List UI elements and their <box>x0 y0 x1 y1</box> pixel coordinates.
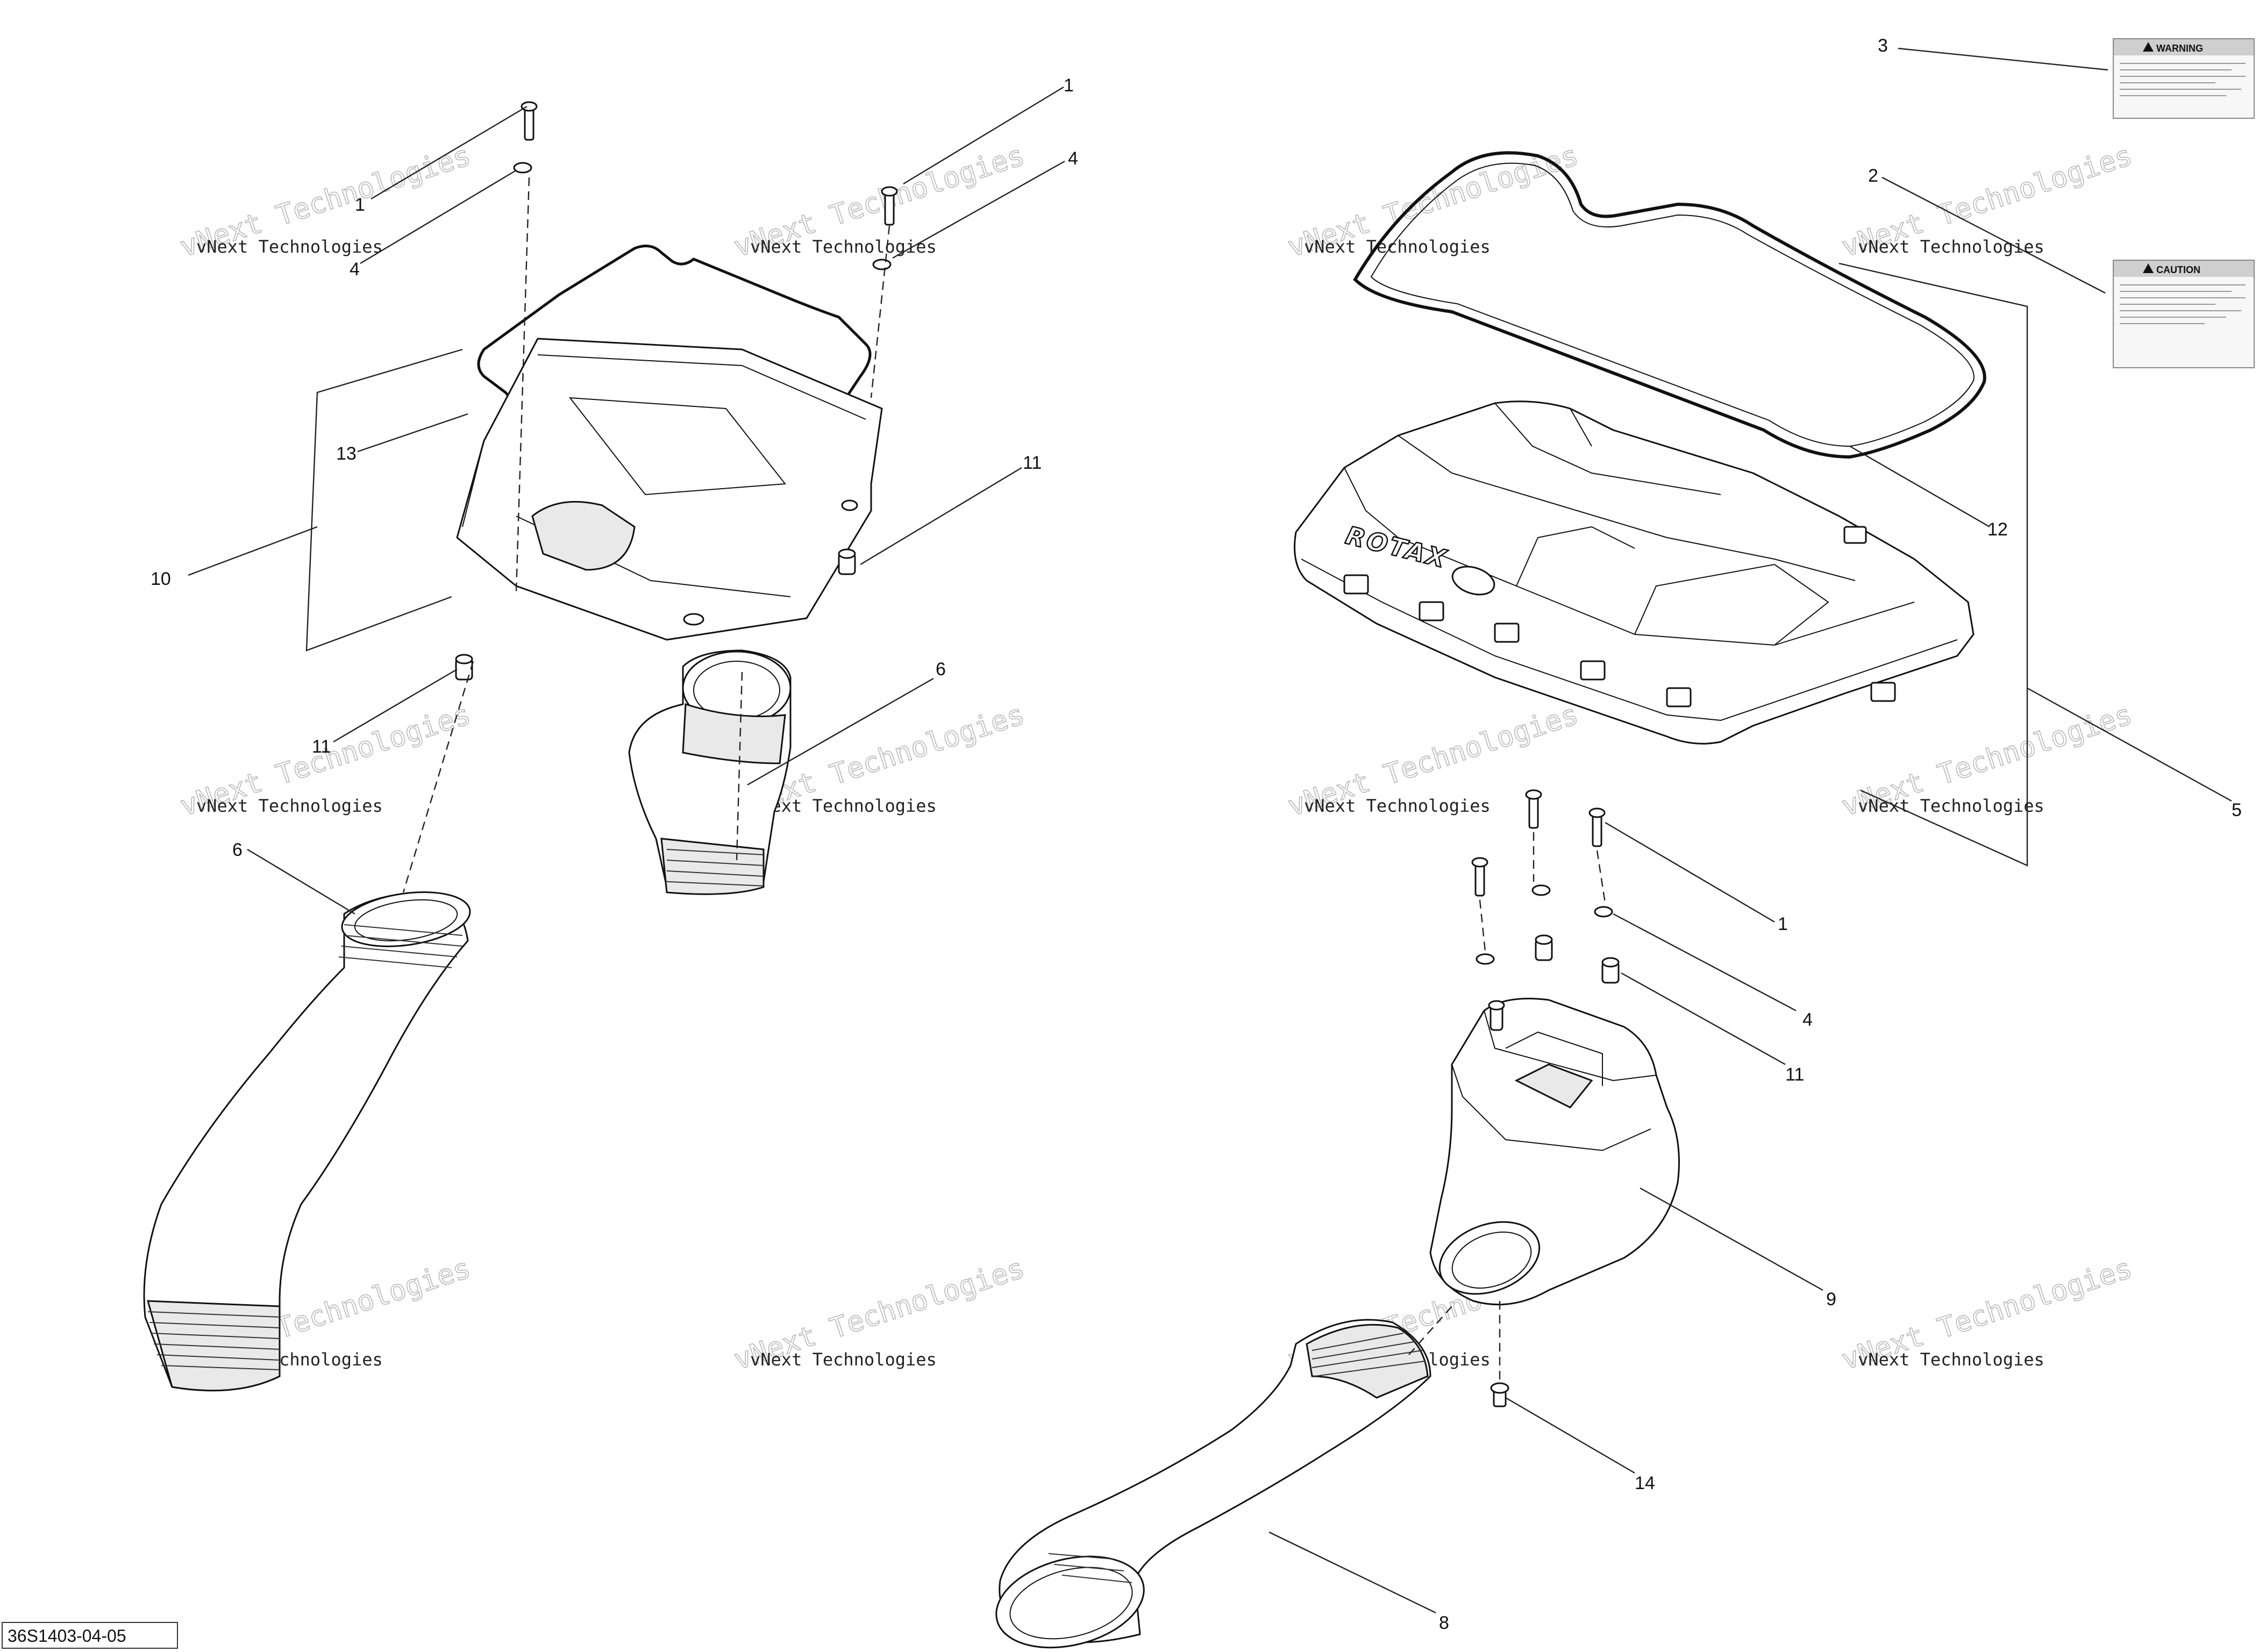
watermark-text: vNext Technologies <box>750 237 937 257</box>
screw-part <box>1588 807 1606 847</box>
watermark-text: vNext Technologies <box>196 237 383 257</box>
callouts: 1 4 1 4 13 10 11 11 6 6 3 2 12 5 1 4 11 … <box>151 35 2242 1633</box>
screw-part <box>881 186 898 226</box>
airbox-cover-part: ROTAX <box>1294 401 1975 745</box>
watermark-text: vNext Technologies <box>1304 237 1491 257</box>
watermark-text: vNext Technologies <box>1858 237 2044 257</box>
callout-label: 5 <box>2232 800 2242 820</box>
intake-duct-part <box>628 649 792 895</box>
reference-code-text: 36S1403-04-05 <box>8 1626 126 1646</box>
callout-label: 4 <box>350 259 360 280</box>
callout-label: 11 <box>312 736 331 757</box>
screw-part <box>1471 857 1488 897</box>
airbox-base-assembly <box>143 86 1065 1392</box>
callout-label: 13 <box>336 444 357 464</box>
washer-part <box>1531 884 1551 896</box>
watermark-text: vNext Technologies <box>750 796 937 816</box>
warning-label-heading: WARNING <box>2156 43 2203 54</box>
callout-label: 10 <box>151 569 171 589</box>
intake-duct-part <box>143 891 471 1392</box>
callout-label: 6 <box>936 659 946 680</box>
callout-label: 8 <box>1439 1613 1449 1633</box>
callout-label: 1 <box>355 195 365 215</box>
grommet-part <box>1535 934 1553 961</box>
grommet-part <box>455 654 473 681</box>
caution-label-heading: CAUTION <box>2156 264 2200 275</box>
washer-part <box>1476 953 1495 965</box>
callout-label: 11 <box>1785 1064 1804 1085</box>
washer-part <box>1594 906 1613 918</box>
screw-part <box>521 101 538 141</box>
callout-label: 1 <box>1778 914 1788 934</box>
watermark-text: vNext Technologies <box>750 1349 937 1370</box>
callout-label: 12 <box>1987 519 2008 540</box>
watermark-text: vNext Technologies <box>1304 796 1491 816</box>
callout-label: 4 <box>1802 1010 1813 1030</box>
callout-label: 4 <box>1068 148 1078 169</box>
gasket-part <box>1353 151 1986 459</box>
airbox-cover-assembly: WARNING CAUTION ROTAX <box>995 38 2255 1649</box>
watermark-text: vNext Technologies <box>196 796 383 816</box>
watermark-text: vNext Technologies <box>1858 1349 2044 1370</box>
grommet-part <box>838 548 856 575</box>
warning-label-part: WARNING <box>2113 38 2255 119</box>
callout-label: 2 <box>1868 166 1878 186</box>
callout-label: 1 <box>1064 75 1074 96</box>
washer-part <box>513 162 532 174</box>
callout-label: 9 <box>1826 1289 1836 1310</box>
intake-duct-part <box>995 1319 1431 1649</box>
airbox-base-part <box>456 338 883 641</box>
washer-part <box>872 259 892 270</box>
caution-label-part: CAUTION <box>2113 260 2255 368</box>
outlet-elbow-part <box>1429 998 1680 1306</box>
screw-part <box>1490 1382 1509 1407</box>
callout-label: 3 <box>1878 35 1888 56</box>
callout-label: 14 <box>1635 1473 1655 1493</box>
callout-label: 6 <box>232 840 243 860</box>
screw-part <box>1525 789 1542 829</box>
reference-code: 36S1403-04-05 <box>2 1622 178 1649</box>
grommet-part <box>1601 957 1620 984</box>
watermarks: vNext Technologies vNext Technologies vN… <box>176 139 2136 1377</box>
callout-label: 11 <box>1023 453 1042 473</box>
watermark-text: vNext Technologies <box>1858 796 2044 816</box>
